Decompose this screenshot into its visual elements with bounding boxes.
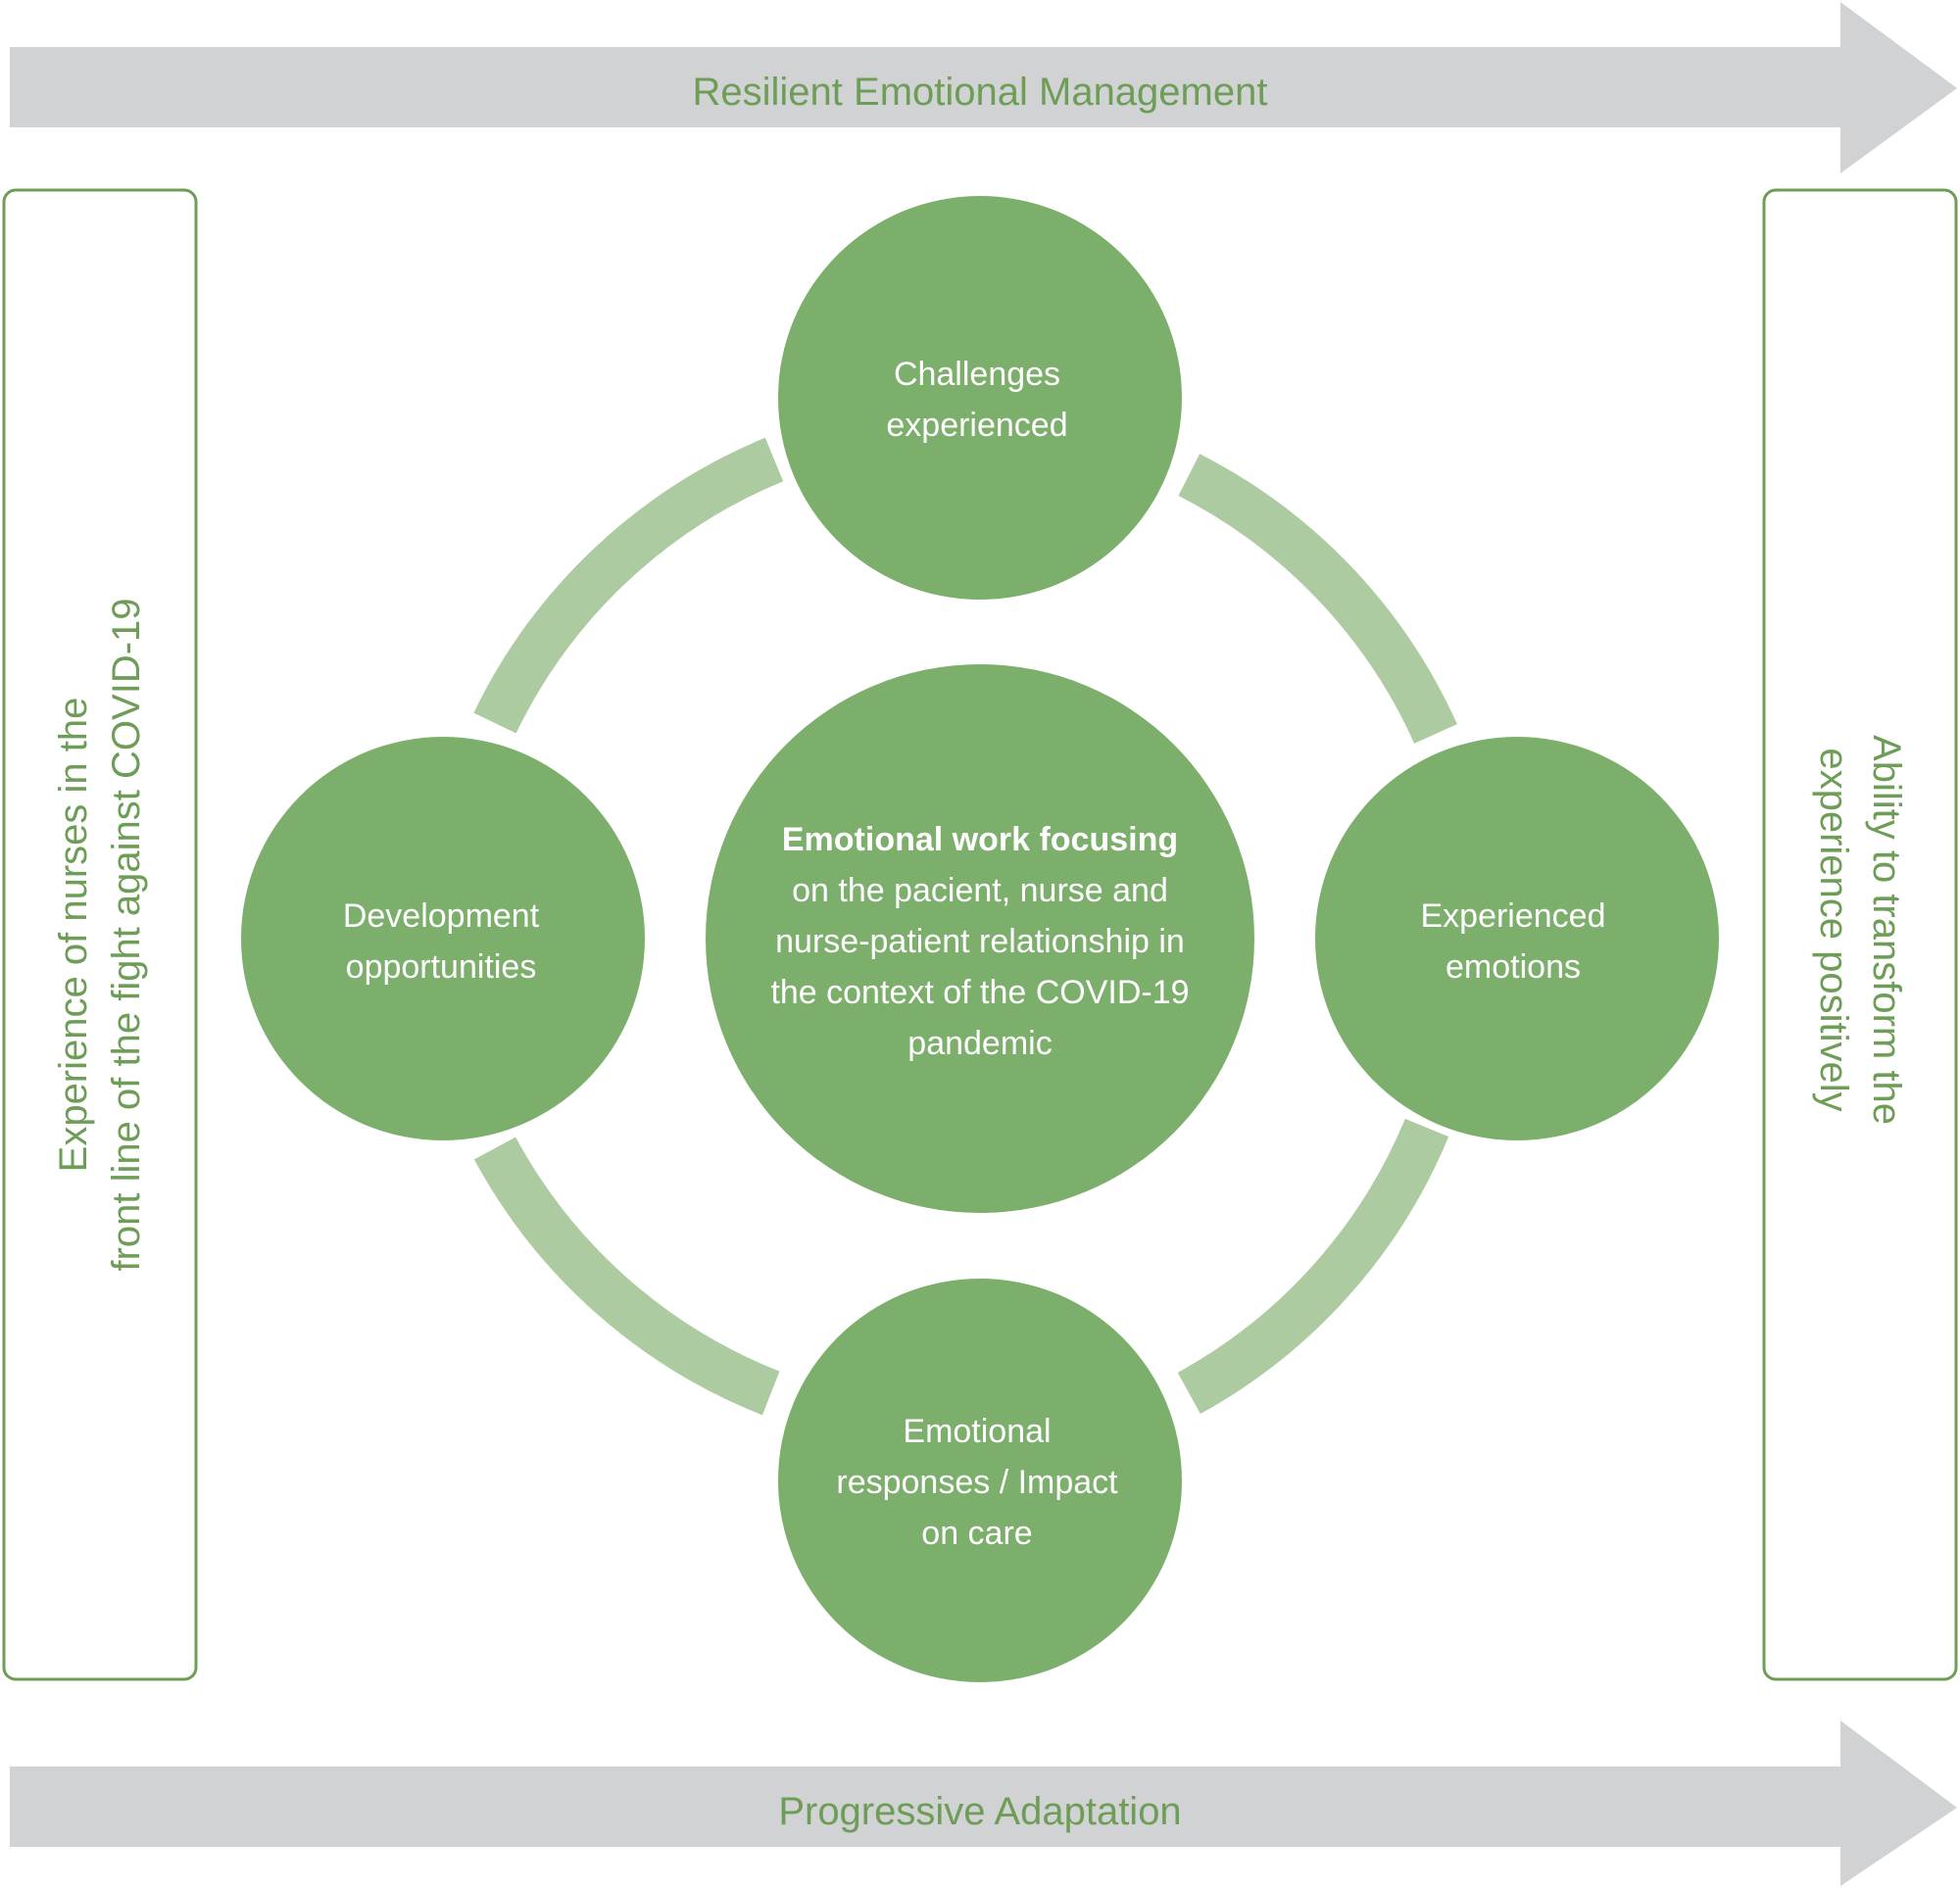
node-bottom-circle [778,1279,1182,1682]
node-left-circle [241,737,645,1140]
center-line-4: pandemic [907,1025,1052,1062]
right-panel-label-line-1: Ability to transform the [1865,735,1908,1125]
center-line-2: nurse-patient relationship in [775,923,1185,960]
arc-left-top [473,437,784,734]
node-right-line-2: emotions [1446,948,1581,986]
node-bottom-line-2: responses / Impact [836,1464,1118,1501]
node-bottom-line-3: on care [921,1515,1032,1552]
right-panel-label: Ability to transform the experience posi… [1812,735,1908,1125]
left-panel-label-line-2: front line of the fight against COVID-19 [105,598,148,1271]
node-top-circle [778,196,1182,600]
connector-arcs [473,437,1457,1416]
center-circle [706,664,1254,1213]
node-left-line-1: Development [343,897,540,935]
node-top-line-2: experienced [886,407,1067,444]
arc-right-bottom [1177,1118,1449,1415]
center-line-1: on the pacient, nurse and [792,872,1168,909]
bottom-arrow [10,1720,1957,1886]
node-right-line-1: Experienced [1420,897,1605,935]
left-panel-label-line-1: Experience of nurses in the [52,698,95,1173]
center-line-3: the context of the COVID-19 [770,974,1189,1011]
left-panel [2,188,198,1681]
node-left-line-2: opportunities [346,948,537,986]
top-arrow [10,2,1957,173]
node-right-circle [1315,737,1719,1140]
center-title: Emotional work focusing [782,821,1178,858]
bottom-arrow-label: Progressive Adaptation [778,1790,1181,1833]
node-bottom-line-1: Emotional [903,1413,1051,1450]
arc-bottom-left [473,1137,780,1416]
node-top-line-1: Challenges [894,356,1060,393]
arc-top-right [1178,454,1457,744]
right-panel-label-line-2: experience positively [1812,748,1855,1111]
top-arrow-label: Resilient Emotional Management [693,71,1268,114]
right-panel [1762,188,1958,1681]
left-panel-label: Experience of nurses in the front line o… [52,598,148,1271]
